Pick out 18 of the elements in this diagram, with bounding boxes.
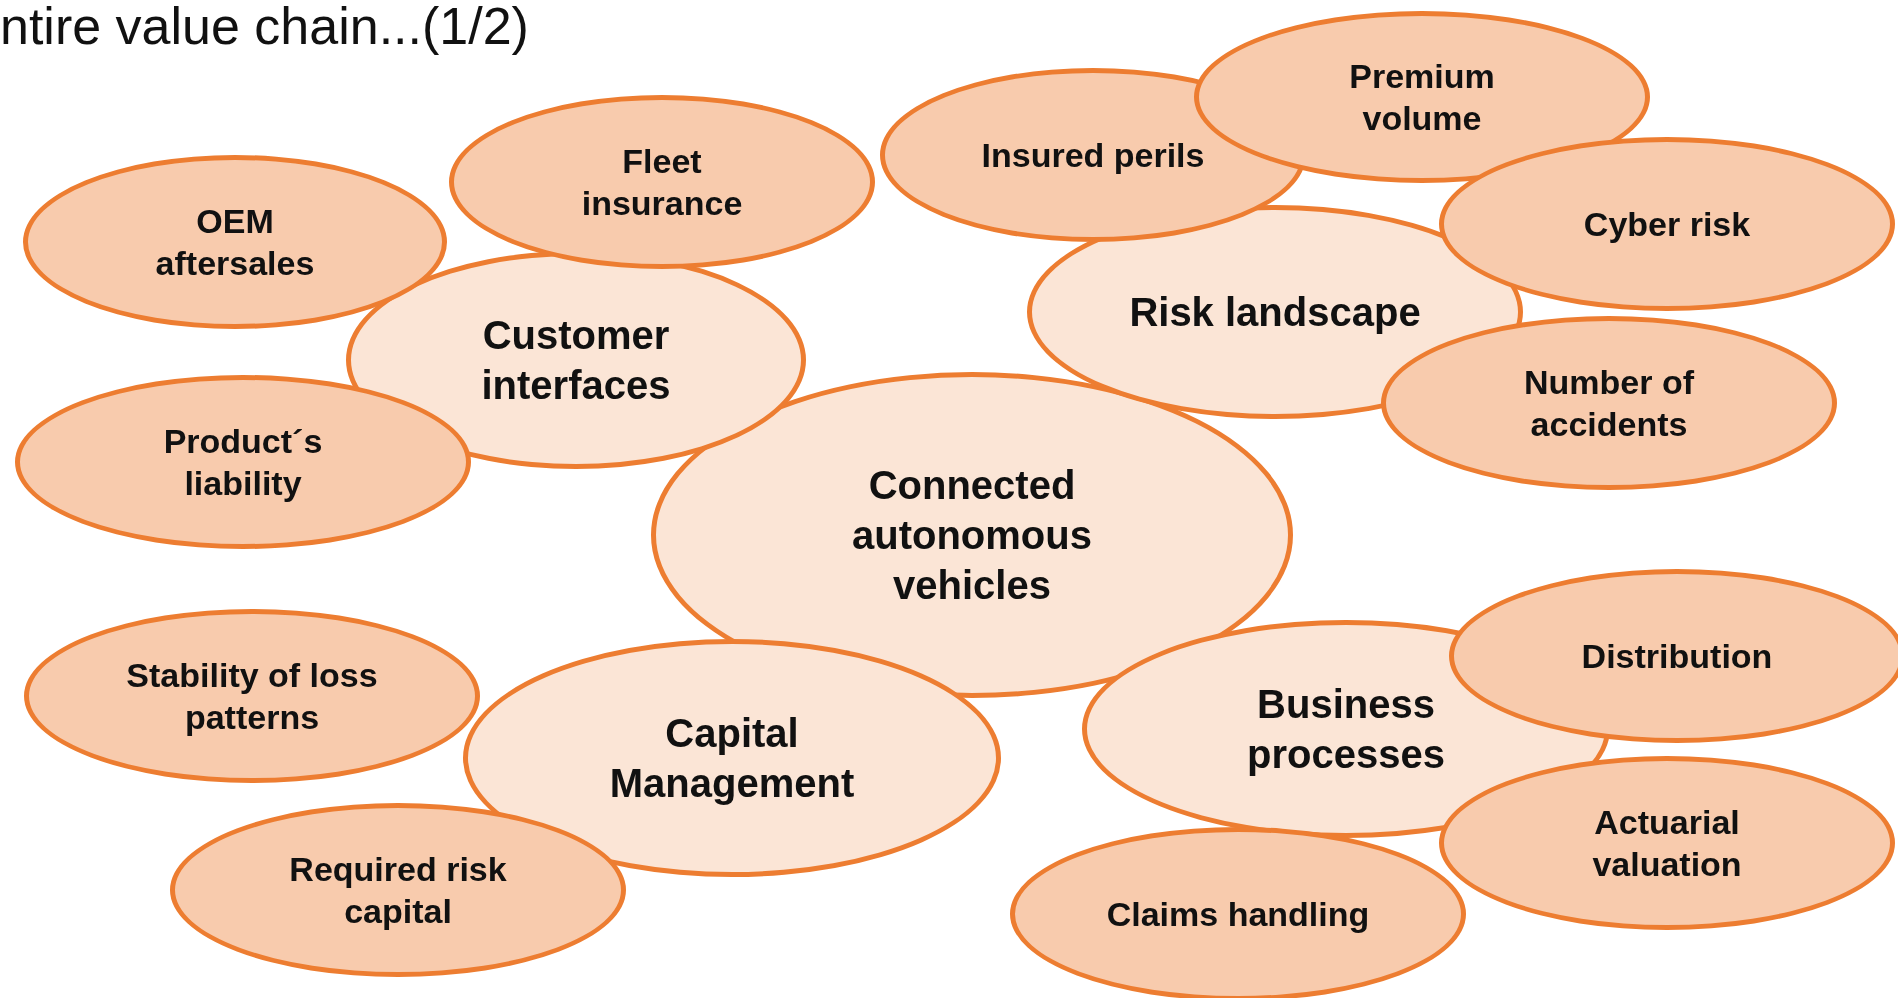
- bubble-label: Fleet insurance: [580, 140, 744, 224]
- bubble-label: Customer interfaces: [480, 312, 672, 409]
- bubble-label: OEM aftersales: [154, 200, 316, 284]
- title: ntire value chain...(1/2): [0, 0, 529, 56]
- bubble-label: Cyber risk: [1583, 203, 1751, 245]
- bubble-label: Insured perils: [981, 134, 1205, 176]
- bubble-label: Stability of loss patterns: [125, 654, 379, 738]
- bubble-label: Distribution: [1581, 635, 1773, 677]
- bubble-label: Business processes: [1246, 681, 1446, 778]
- bubble-label: Claims handling: [1106, 893, 1370, 935]
- bubble-label: Capital Management: [608, 710, 856, 807]
- bubble-label: Required risk capital: [288, 848, 508, 932]
- bubble-label: Number of accidents: [1523, 361, 1695, 445]
- bubble-label: Product´s liability: [162, 420, 324, 504]
- bubble-label: Connected autonomous vehicles: [851, 462, 1093, 609]
- bubble-label: Premium volume: [1348, 55, 1496, 139]
- bubble-label: Actuarial valuation: [1591, 801, 1743, 885]
- bubble-label: Risk landscape: [1129, 289, 1421, 336]
